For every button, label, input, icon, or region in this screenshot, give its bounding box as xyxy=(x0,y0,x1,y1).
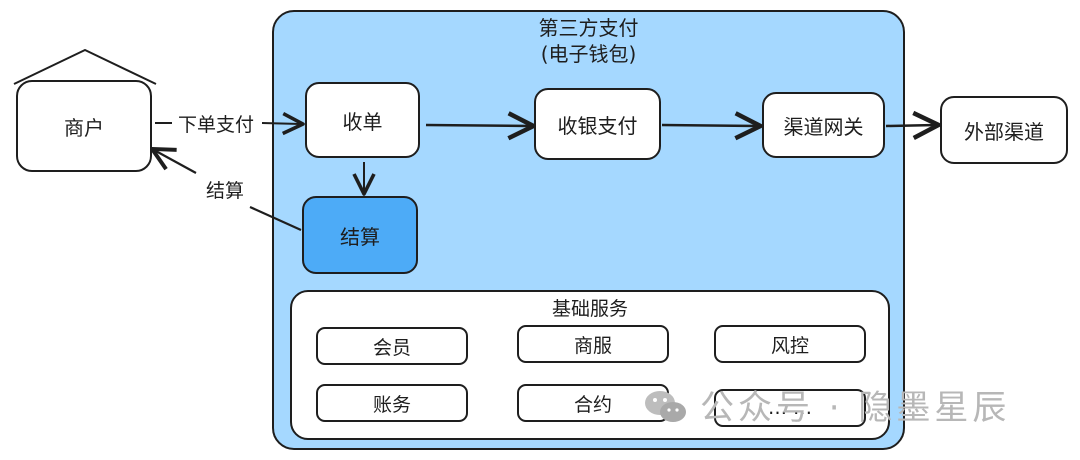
channel-gateway-node[interactable]: 渠道网关 xyxy=(762,92,885,158)
watermark: 公众号 · 隐墨星辰 xyxy=(640,380,1010,429)
payment-system-title: 第三方支付 xyxy=(538,16,639,40)
collect-label: 收单 xyxy=(342,109,383,134)
service-more[interactable]: … … xyxy=(714,389,866,427)
service-contract[interactable]: 合约 xyxy=(517,384,669,422)
arrow-cashier-to-gateway xyxy=(661,111,763,141)
service-accounting[interactable]: 账务 xyxy=(316,384,468,422)
external-channel-label: 外部渠道 xyxy=(964,119,1044,144)
arrow-collect-to-cashier xyxy=(425,111,536,141)
arrow-settlement-to-merchant-b xyxy=(150,146,197,174)
payment-system-subtitle: (电子钱包) xyxy=(540,42,637,66)
service-member[interactable]: 会员 xyxy=(316,327,468,365)
settlement-label: 结算 xyxy=(340,224,380,249)
service-risk-control[interactable]: 风控 xyxy=(714,325,866,363)
service-accounting-label: 账务 xyxy=(372,393,411,416)
settlement-node[interactable]: 结算 xyxy=(302,196,418,274)
service-member-label: 会员 xyxy=(372,336,411,359)
merchant-node[interactable]: 商户 xyxy=(16,80,152,172)
edge-label-settlement-back: 结算 xyxy=(206,180,245,202)
arrow-merchant-to-collect-b xyxy=(261,111,305,136)
watermark-text: 公众号 · 隐墨星辰 xyxy=(700,388,1011,428)
wechat-icon xyxy=(645,390,686,422)
merchant-roof xyxy=(13,49,157,85)
external-channel-node[interactable]: 外部渠道 xyxy=(940,96,1068,164)
service-merchant[interactable]: 商服 xyxy=(517,325,669,363)
edge-label-place-order-pay: 下单支付 xyxy=(178,114,255,136)
channel-gateway-label: 渠道网关 xyxy=(783,114,864,139)
collect-node[interactable]: 收单 xyxy=(305,82,420,158)
arrow-settlement-to-merchant-a xyxy=(249,205,302,232)
service-contract-label: 合约 xyxy=(573,393,612,416)
arrow-gateway-to-external xyxy=(885,110,941,140)
base-services-title: 基础服务 xyxy=(551,298,628,320)
cashier-pay-label: 收银支付 xyxy=(557,113,638,138)
service-more-label: … … xyxy=(767,397,813,419)
service-merchant-label: 商服 xyxy=(573,334,612,357)
merchant-label: 商户 xyxy=(64,115,104,140)
service-risk-control-label: 风控 xyxy=(770,334,809,357)
